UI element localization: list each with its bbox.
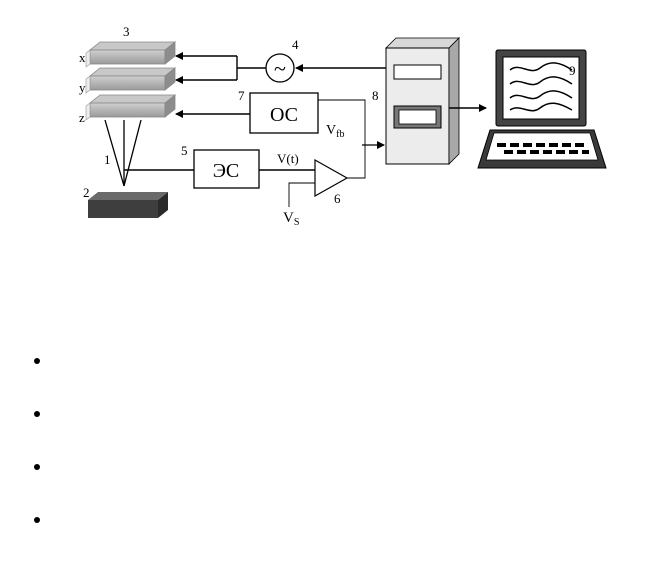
keyboard-keys	[497, 143, 589, 154]
list-item	[34, 409, 594, 462]
label-computer-9: 9	[569, 63, 576, 78]
bullet-dot	[34, 358, 40, 364]
label-generator-4: 4	[292, 37, 299, 52]
label-feedback-7: 7	[238, 88, 245, 103]
feedback-block-label: ОС	[270, 104, 298, 126]
vt-label: V(t)	[277, 151, 299, 166]
electronic-system-block	[193, 149, 260, 189]
label-electronic-5: 5	[181, 143, 188, 158]
scanner-plate-x	[85, 41, 177, 68]
label-sample-2: 2	[83, 185, 90, 200]
list-item	[34, 515, 594, 568]
generator-symbol: ~	[274, 56, 286, 81]
controller-unit	[385, 37, 460, 165]
sample	[88, 192, 168, 218]
axis-label-z: z	[79, 110, 85, 125]
feedback-signal-label: Vfb	[326, 123, 344, 140]
probe-tip	[104, 119, 142, 187]
scanner-plate-z	[85, 94, 177, 121]
comparator-output-wire	[347, 145, 366, 179]
piezo-scanner	[85, 41, 177, 121]
label-probe-1: 1	[104, 152, 111, 167]
label-scanner-3: 3	[123, 24, 130, 39]
stm-block-diagram: x y z 3 1 2 ~ 4 ОС 7 Vfb ЭС 5 V(t	[79, 24, 607, 228]
bullet-list	[34, 356, 594, 568]
axis-label-x: x	[79, 50, 86, 65]
label-comparator-6: 6	[334, 191, 341, 206]
label-controller-8: 8	[372, 88, 379, 103]
comparator-triangle	[314, 158, 349, 198]
computer	[477, 49, 607, 169]
setpoint-label: VS	[283, 210, 299, 228]
generator-wires	[175, 52, 266, 84]
axis-label-y: y	[79, 80, 86, 95]
bullet-dot	[34, 517, 40, 523]
feedback-signal-wire	[318, 99, 385, 149]
bullet-dot	[34, 464, 40, 470]
list-item	[34, 356, 594, 409]
setpoint-wire	[288, 182, 315, 207]
list-item	[34, 462, 594, 515]
scanner-plate-y	[85, 67, 177, 94]
feedback-block	[249, 92, 319, 134]
waveform-display	[509, 62, 573, 112]
electronic-system-label: ЭС	[213, 160, 240, 182]
bullet-dot	[34, 411, 40, 417]
